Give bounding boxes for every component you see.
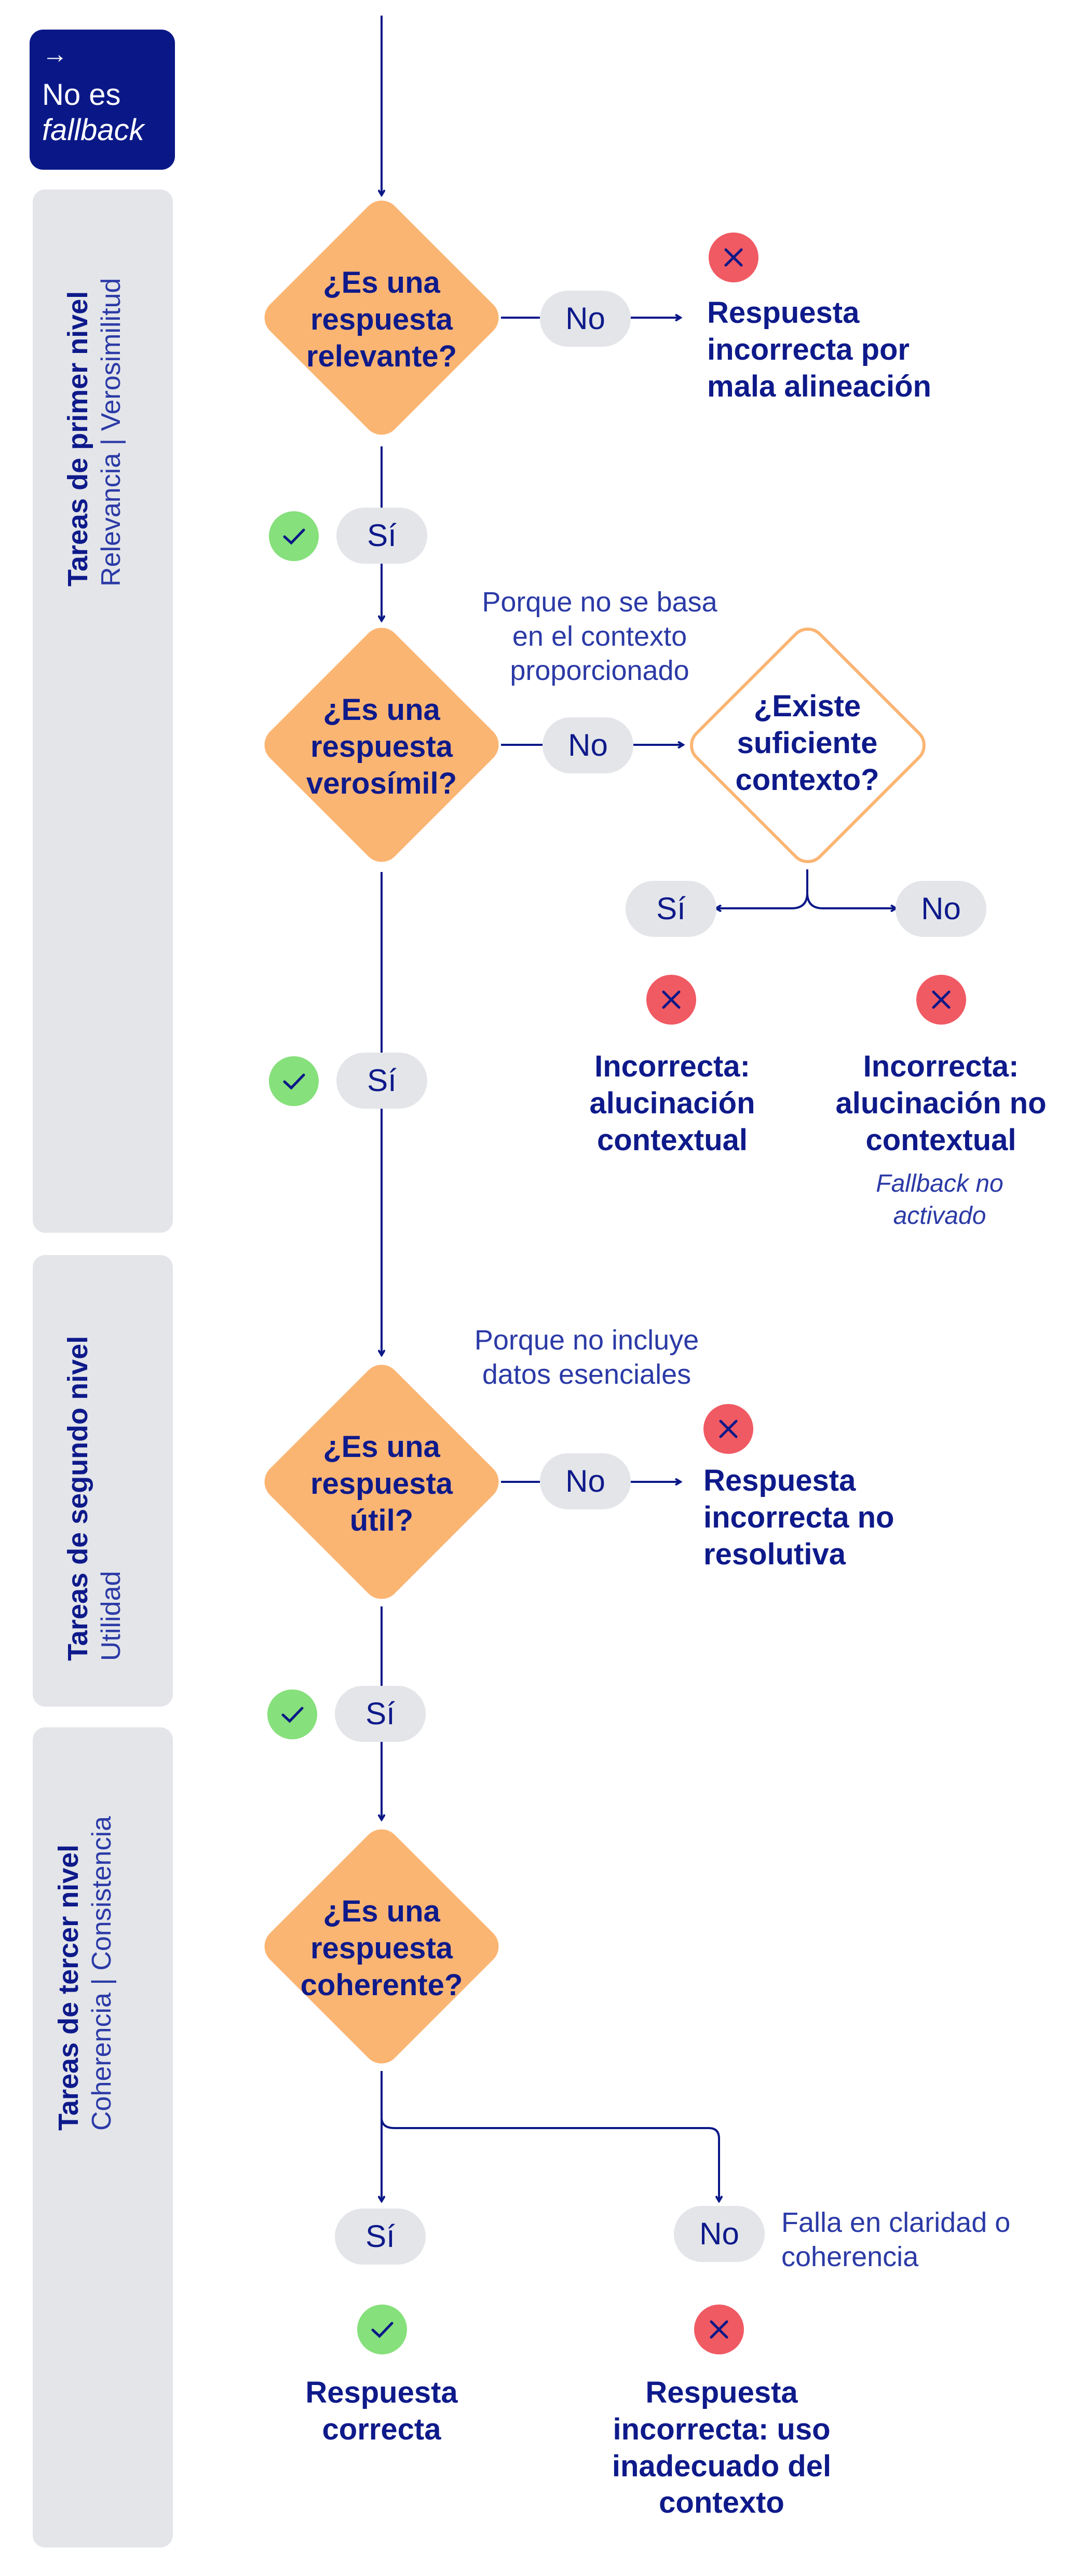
outcome-correct: Respuesta correcta [305, 2376, 458, 2446]
fallback-note: Fallback no activado [876, 1170, 1004, 1230]
no-pill-context: No [896, 881, 986, 937]
decision-context-text: ¿Existe suficiente contexto? [735, 689, 879, 797]
check-icon [269, 1056, 319, 1106]
section-title: Tareas de segundo nivel [62, 1335, 93, 1661]
badge-line2: fallback [42, 113, 144, 147]
no-pill-coherent: No [674, 2206, 765, 2262]
cross-icon [709, 233, 758, 282]
section-label-first-level: Tareas de primer nivel Relevancia | Vero… [61, 278, 127, 587]
cross-icon [703, 1404, 753, 1454]
outcome-contextual: Incorrecta: alucinación contextual [589, 1050, 755, 1157]
cross-icon [694, 2305, 744, 2354]
section-title: Tareas de primer nivel [62, 291, 93, 587]
no-pill-plausible: No [543, 717, 633, 773]
yes-pill-plausible: Sí [336, 1053, 427, 1109]
arrow-right-icon: → [42, 39, 68, 69]
yes-pill-coherent: Sí [335, 2209, 426, 2265]
badge-line1: No es [42, 78, 121, 112]
outcome-unresolved: Respuesta incorrecta no resolutiva [703, 1464, 894, 1571]
section-title: Tareas de tercer nivel [53, 1844, 84, 2131]
outcome-misuse: Respuesta incorrecta: uso inadecuado del… [612, 2376, 832, 2520]
section-subtitle: Coherencia | Consistencia [86, 1816, 117, 2131]
note-useful-no: Porque no incluye datos esenciales [474, 1325, 699, 1390]
decision-coherent-text: ¿Es una respuesta coherente? [300, 1894, 463, 2002]
no-pill-relevant: No [540, 291, 631, 347]
outcome-misaligned: Respuesta incorrecta por mala alineación [707, 296, 931, 403]
section-panel-second-level [33, 1255, 173, 1707]
outcome-noncontextual: Incorrecta: alucinación no contextual [835, 1050, 1047, 1157]
section-subtitle: Relevancia | Verosimilitud [96, 278, 126, 587]
check-icon [269, 511, 319, 561]
check-icon [267, 1689, 317, 1739]
section-subtitle: Utilidad [96, 1571, 126, 1661]
decision-useful-text: ¿Es una respuesta útil? [310, 1430, 453, 1537]
check-icon [357, 2305, 407, 2354]
cross-icon [646, 975, 696, 1025]
not-fallback-badge: → No es fallback [30, 30, 175, 170]
section-label-third-level: Tareas de tercer nivel Coherencia | Cons… [52, 1816, 118, 2131]
note-plausible-no: Porque no se basa en el contexto proporc… [482, 587, 717, 686]
decision-plausible-text: ¿Es una respuesta verosímil? [306, 693, 457, 800]
cross-icon [916, 975, 966, 1025]
yes-pill-relevant: Sí [336, 508, 427, 564]
yes-pill-useful: Sí [335, 1686, 426, 1742]
note-coherent-no: Falla en claridad o coherencia [781, 2207, 1011, 2272]
no-pill-useful: No [540, 1453, 631, 1509]
decision-relevant-text: ¿Es una respuesta relevante? [306, 266, 457, 373]
section-panel-third-level [33, 1727, 173, 2547]
section-panel-first-level [33, 189, 173, 1233]
section-label-second-level: Tareas de segundo nivel Utilidad [61, 1336, 127, 1661]
yes-pill-context: Sí [626, 881, 716, 937]
